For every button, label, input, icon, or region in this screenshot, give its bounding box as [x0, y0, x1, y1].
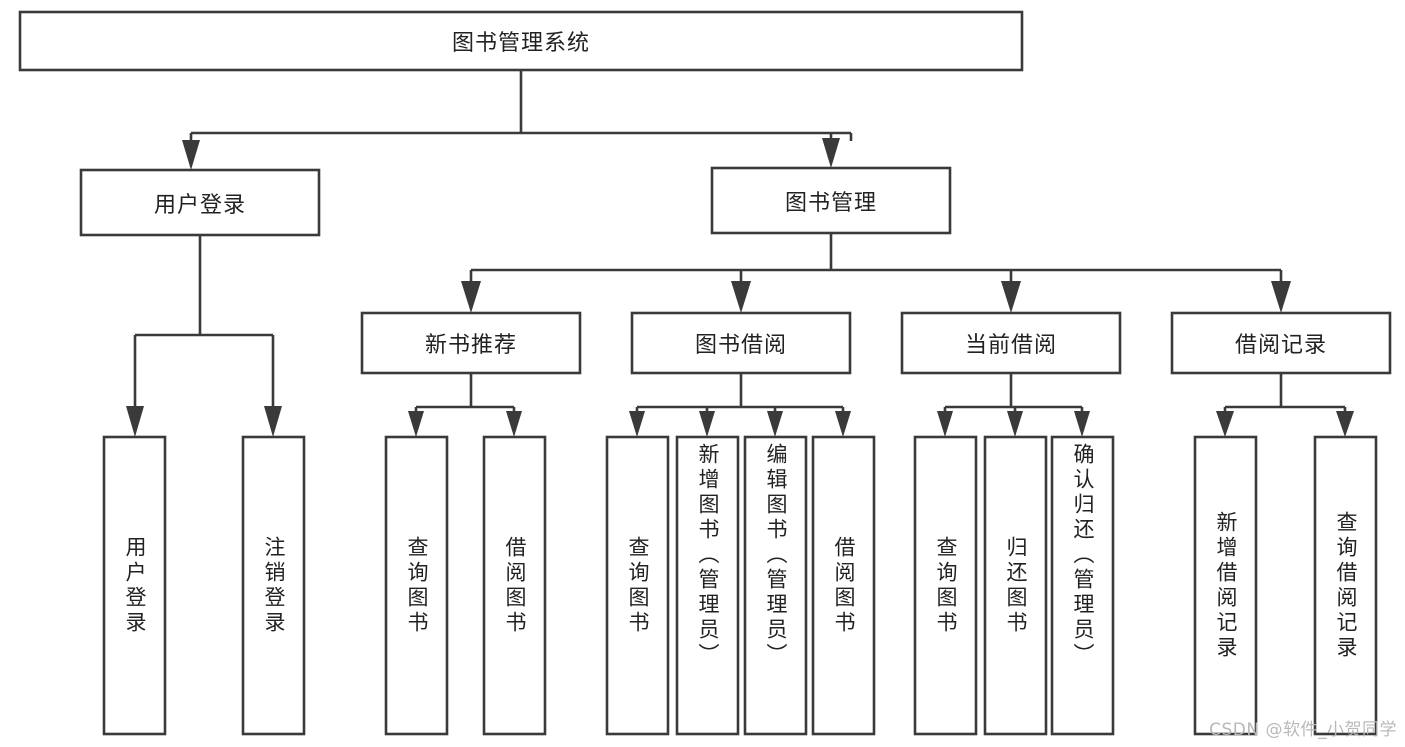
node-leaf-query-book-3[interactable] — [913, 435, 978, 736]
node-book-borrow[interactable] — [630, 311, 852, 375]
node-current-borrow[interactable] — [900, 311, 1122, 375]
node-leaf-return-book[interactable] — [983, 435, 1048, 736]
node-borrow-record[interactable] — [1170, 311, 1392, 375]
node-leaf-borrow-book-2[interactable] — [811, 435, 876, 736]
connector-userlogin-to-leaves — [126, 235, 282, 437]
node-leaf-add-borrow-record[interactable] — [1193, 435, 1258, 736]
node-user-login[interactable] — [79, 168, 321, 237]
node-leaf-edit-book-admin[interactable] — [743, 435, 808, 736]
node-leaf-add-book-admin[interactable] — [675, 435, 740, 736]
connector-bookmgmt-to-level3 — [461, 233, 1291, 313]
node-leaf-logout[interactable] — [241, 435, 306, 736]
connector-newbook-to-leaves — [408, 373, 522, 437]
node-leaf-borrow-book-1[interactable] — [482, 435, 547, 736]
node-book-management[interactable] — [710, 166, 952, 235]
connector-bookborrow-to-leaves — [629, 373, 851, 437]
connector-currentborrow-to-leaves — [937, 373, 1090, 437]
watermark: CSDN @软件_小贺同学 — [1209, 720, 1397, 740]
connector-borrowrecord-to-leaves — [1216, 373, 1354, 437]
node-leaf-query-borrow-record[interactable] — [1313, 435, 1378, 736]
connector-root-to-level2 — [182, 70, 853, 170]
node-leaf-confirm-return[interactable] — [1050, 435, 1115, 736]
node-leaf-query-book-1[interactable] — [384, 435, 449, 736]
node-new-book-recommend[interactable] — [360, 311, 582, 375]
node-root[interactable] — [18, 10, 1024, 72]
node-leaf-user-login[interactable] — [102, 435, 167, 736]
node-leaf-query-book-2[interactable] — [605, 435, 670, 736]
